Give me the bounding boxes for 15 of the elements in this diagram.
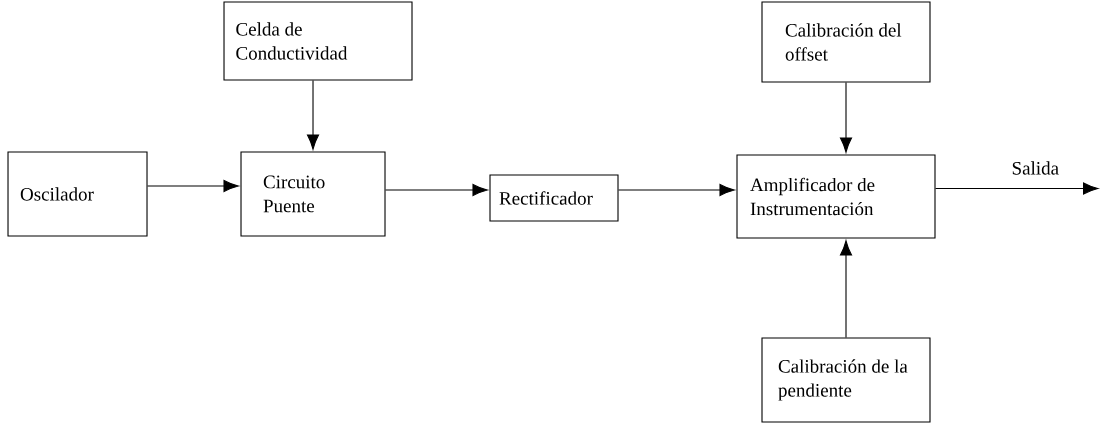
process-box: Celda de Conductividad	[223, 1, 413, 81]
arrow	[147, 179, 239, 193]
process-box: Calibración de la pendiente	[761, 337, 931, 423]
process-box: Circuito Puente	[240, 151, 386, 237]
process-box: Oscilador	[7, 151, 148, 237]
arrow	[839, 240, 853, 338]
process-box: Rectificador	[489, 174, 619, 222]
arrow	[839, 82, 853, 153]
arrow	[306, 80, 320, 150]
arrow	[618, 183, 735, 197]
output-label: Salida	[1012, 161, 1059, 175]
process-box: Calibración del offset	[761, 1, 931, 83]
arrow	[385, 183, 488, 197]
arrow	[935, 182, 1099, 195]
process-box: Amplificador de Instrumentación	[736, 154, 936, 239]
